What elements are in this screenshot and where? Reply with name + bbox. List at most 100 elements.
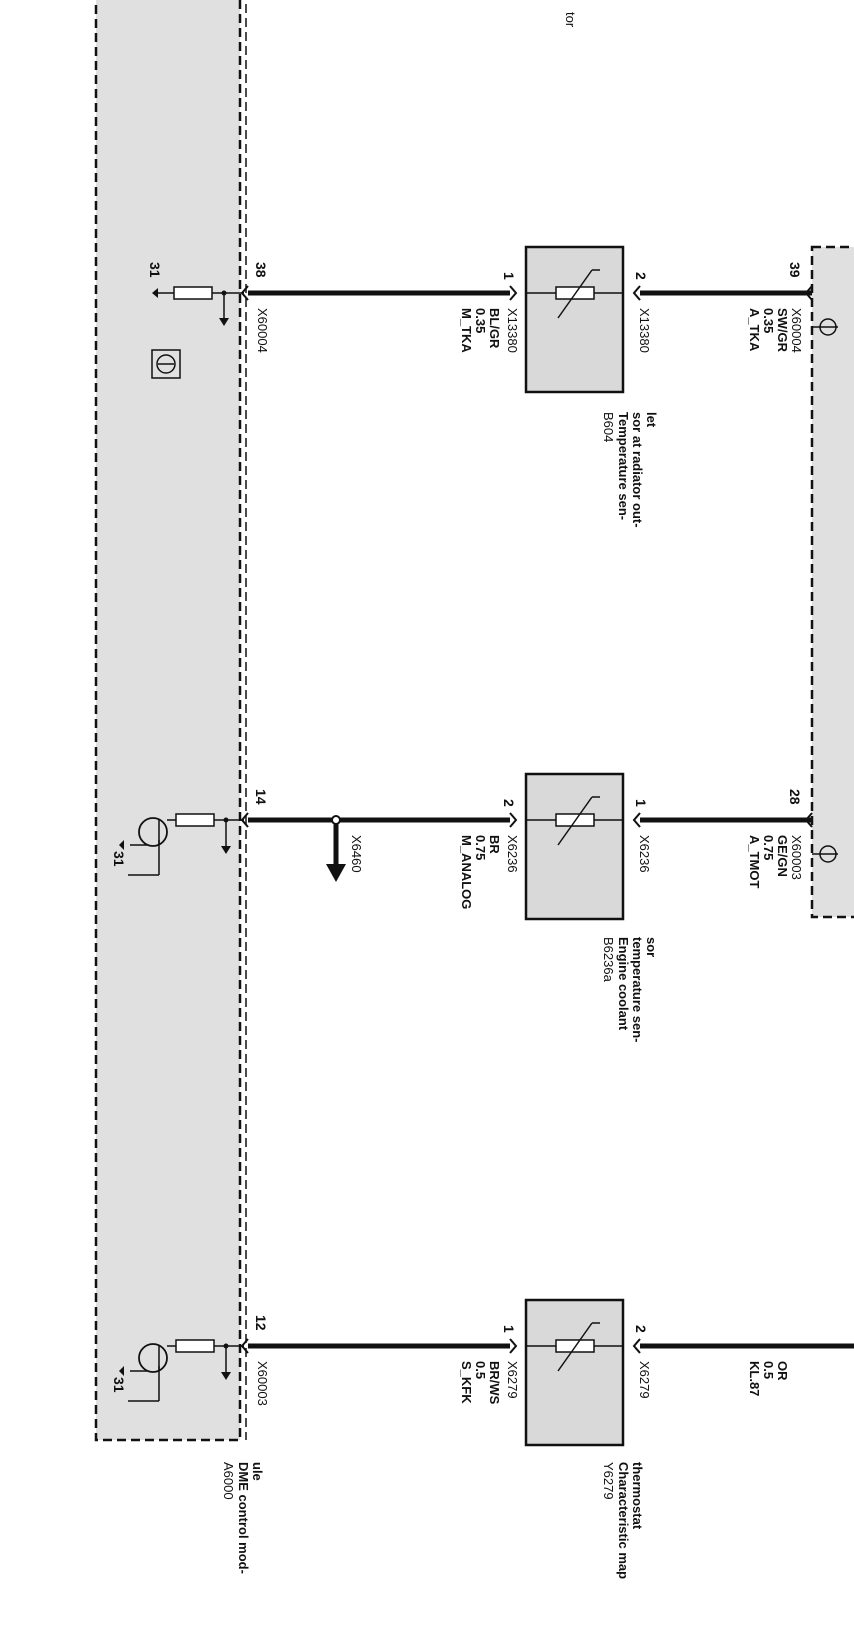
component-name-line: thermostat — [630, 1462, 645, 1530]
connector-x13380-bottom: X13380 — [505, 308, 520, 353]
y6279-thermostat-box — [524, 1298, 625, 1447]
connector-x6279-bottom: X6279 — [505, 1361, 520, 1399]
arrow-down-icon — [219, 318, 229, 326]
connector-x6236-bottom: X6236 — [505, 835, 520, 873]
wire-size: 0.75 — [473, 835, 488, 860]
wire-color: OR — [775, 1361, 790, 1381]
pin-x60003-28: 28 — [787, 789, 803, 805]
dme-module-housing — [94, 0, 242, 1442]
connector-x6279-top: X6279 — [637, 1361, 652, 1399]
pin-b604-top: 2 — [633, 272, 649, 280]
terminal-x13380-2 — [632, 285, 641, 301]
wire-size: 0.5 — [761, 1361, 776, 1379]
oscillator-circle — [156, 354, 176, 374]
transistor-icon — [138, 1343, 168, 1373]
wire-size: 0.5 — [473, 1361, 488, 1379]
wire-size: 0.35 — [761, 308, 776, 333]
wire-signal: A_TKA — [747, 308, 762, 352]
terminal-x6236-1 — [632, 812, 641, 828]
wire-color: BL/GR — [487, 308, 502, 349]
upper-connector-housing — [810, 245, 854, 919]
terminal-x6279-2 — [632, 1338, 641, 1354]
ground-label-1: 31 — [147, 262, 163, 278]
wire-size: 0.35 — [473, 308, 488, 333]
connector-x13380-top: X13380 — [637, 308, 652, 353]
pin-b6236a-top: 1 — [633, 799, 649, 807]
terminal-x13380-1 — [509, 285, 518, 301]
arrow-down-icon — [221, 846, 231, 854]
connector-x60004-lower: X60004 — [255, 308, 270, 353]
component-id: B604 — [601, 412, 616, 442]
b6236a-pullup-resistor — [175, 813, 215, 827]
component-name-line: sor at radiator out- — [630, 412, 645, 528]
b604-pullup-resistor — [173, 286, 213, 300]
wire-spec-s-kfk: S_KFK 0.5 BR/WS — [459, 1361, 502, 1405]
component-name-line: ule — [250, 1462, 265, 1481]
pin-x60003-14: 14 — [253, 789, 269, 805]
wire-signal: M_ANALOG — [459, 835, 474, 909]
component-label-b6236a: B6236a Engine coolant temperature sen- s… — [601, 937, 659, 1042]
component-name-line: let — [644, 412, 659, 428]
wire-spec-m-analog: M_ANALOG 0.75 BR — [459, 835, 502, 909]
terminal-x6279-1 — [509, 1338, 518, 1354]
component-label-b604: B604 Temperature sen- sor at radiator ou… — [601, 412, 659, 528]
splice-x6460 — [331, 815, 341, 825]
pin-x60003-12: 12 — [253, 1315, 269, 1331]
component-label-a6000: A6000 DME control mod- ule — [221, 1462, 265, 1574]
wire-spec-m-tka: M_TKA 0.35 BL/GR — [459, 308, 502, 353]
ground-icon — [119, 1366, 124, 1376]
component-name-line: Characteristic map — [616, 1462, 631, 1579]
wire-color: BR/WS — [487, 1361, 502, 1405]
connector-x6460: X6460 — [349, 835, 364, 873]
arrow-down-icon — [221, 1372, 231, 1380]
ground-icon — [152, 288, 158, 298]
component-id: B6236a — [601, 937, 616, 983]
component-id: A6000 — [221, 1462, 236, 1500]
pin-x60004-39: 39 — [787, 262, 803, 278]
pin-b6236a-bottom: 2 — [501, 799, 517, 807]
component-name-line: sor — [644, 937, 659, 957]
terminal-x60003-28 — [804, 812, 813, 828]
component-label-y6279: Y6279 Characteristic map thermostat — [601, 1462, 645, 1579]
oscillator-icon — [151, 349, 181, 379]
component-id: Y6279 — [601, 1462, 616, 1500]
wire-signal: A_TMOT — [747, 835, 762, 889]
wire-color: GE/GN — [775, 835, 790, 877]
component-name-line: Engine coolant — [616, 937, 631, 1031]
pin-b604-bottom: 1 — [501, 272, 517, 280]
b6236a-variable-arrow — [557, 796, 593, 846]
connector-x60003-upper: X60003 — [789, 835, 804, 880]
y6279-variable-arrow — [557, 1322, 593, 1372]
component-name-line: temperature sen- — [630, 937, 645, 1042]
truncated-component-label: tor — [563, 12, 578, 28]
terminal-x60004-39 — [804, 285, 813, 301]
b604-sensor-box — [524, 245, 625, 394]
wire-spec-a-tka: A_TKA 0.35 SW/GR — [747, 308, 790, 353]
connector-x60004-upper: X60004 — [789, 308, 804, 353]
ground-icon — [119, 840, 124, 850]
b604-variable-arrow — [557, 269, 593, 319]
wire-spec-a-tmot: A_TMOT 0.75 GE/GN — [747, 835, 790, 889]
y6279-pullup-resistor — [175, 1339, 215, 1353]
wire-signal: KL.87 — [747, 1361, 762, 1396]
pin-x60004-38: 38 — [253, 262, 269, 278]
wire-color: SW/GR — [775, 308, 790, 353]
component-name-line: DME control mod- — [236, 1462, 251, 1574]
connector-x6236-top: X6236 — [637, 835, 652, 873]
pin-y6279-top: 2 — [633, 1325, 649, 1333]
pin-y6279-bottom: 1 — [501, 1325, 517, 1333]
ground-label-3: 31 — [111, 1377, 127, 1393]
terminal-x6236-2 — [509, 812, 518, 828]
b6236a-sensor-box — [524, 772, 625, 921]
connector-x60003-lower: X60003 — [255, 1361, 270, 1406]
wire-spec-kl87: KL.87 0.5 OR — [747, 1361, 790, 1396]
transistor-icon — [138, 817, 168, 847]
wire-signal: M_TKA — [459, 308, 474, 353]
wire-size: 0.75 — [761, 835, 776, 860]
wire-signal: S_KFK — [459, 1361, 474, 1404]
arrow-down-icon — [326, 864, 346, 882]
wire-color: BR — [487, 835, 502, 854]
component-name-line: Temperature sen- — [616, 412, 631, 520]
ground-label-2: 31 — [111, 851, 127, 867]
